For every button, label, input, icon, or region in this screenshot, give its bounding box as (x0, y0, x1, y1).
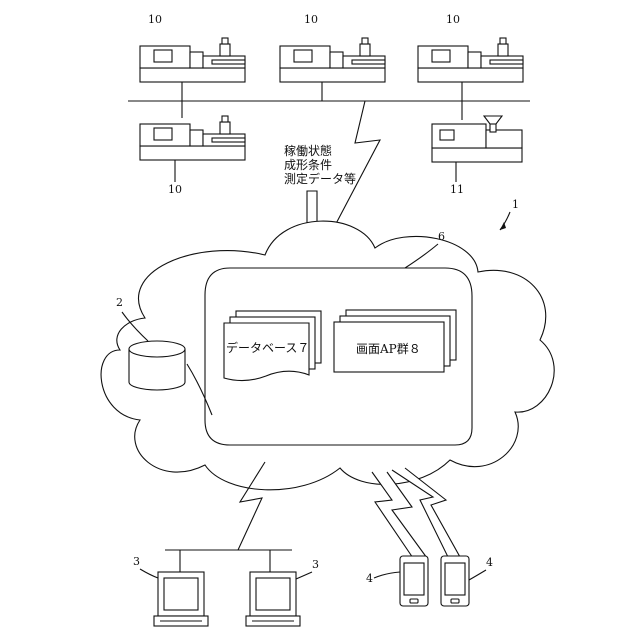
ref-terminal-left: 3 (133, 555, 140, 568)
ref-machine-11: 11 (450, 183, 464, 196)
storage-2 (129, 341, 185, 390)
molding-machine-2 (280, 38, 385, 82)
wireless-link-machines (330, 101, 380, 235)
molding-machine-3 (418, 38, 523, 82)
ref-machine-1: 10 (148, 13, 162, 26)
molding-machine-4 (140, 116, 245, 160)
app-group-label: 画面AP群８ (356, 342, 421, 356)
terminal-pc-2 (246, 572, 300, 626)
ref-mobile-left: 4 (366, 572, 373, 585)
ref-machine-2: 10 (304, 13, 318, 26)
ref-storage: 2 (116, 296, 123, 309)
molding-machine-1 (140, 38, 245, 82)
molding-machine-11 (432, 116, 522, 162)
data-note-line-3: 測定データ等 (284, 171, 356, 186)
ref-terminal-right: 3 (312, 558, 319, 571)
mobile-terminal-2 (441, 556, 469, 606)
ref-machine-4: 10 (168, 183, 182, 196)
data-note-line-2: 成形条件 (284, 158, 332, 172)
ref-system: 1 (512, 198, 519, 211)
mobile-terminal-1 (400, 556, 428, 606)
database-7: データベース７ (224, 311, 321, 381)
ref-machine-3: 10 (446, 13, 460, 26)
data-note-line-1: 稼働状態 (284, 143, 332, 158)
ref-server: 6 (438, 230, 445, 243)
terminal-pc-1 (154, 572, 208, 626)
app-group-8: 画面AP群８ (334, 310, 456, 372)
database-label: データベース７ (226, 340, 309, 355)
ref-mobile-right: 4 (486, 556, 493, 569)
